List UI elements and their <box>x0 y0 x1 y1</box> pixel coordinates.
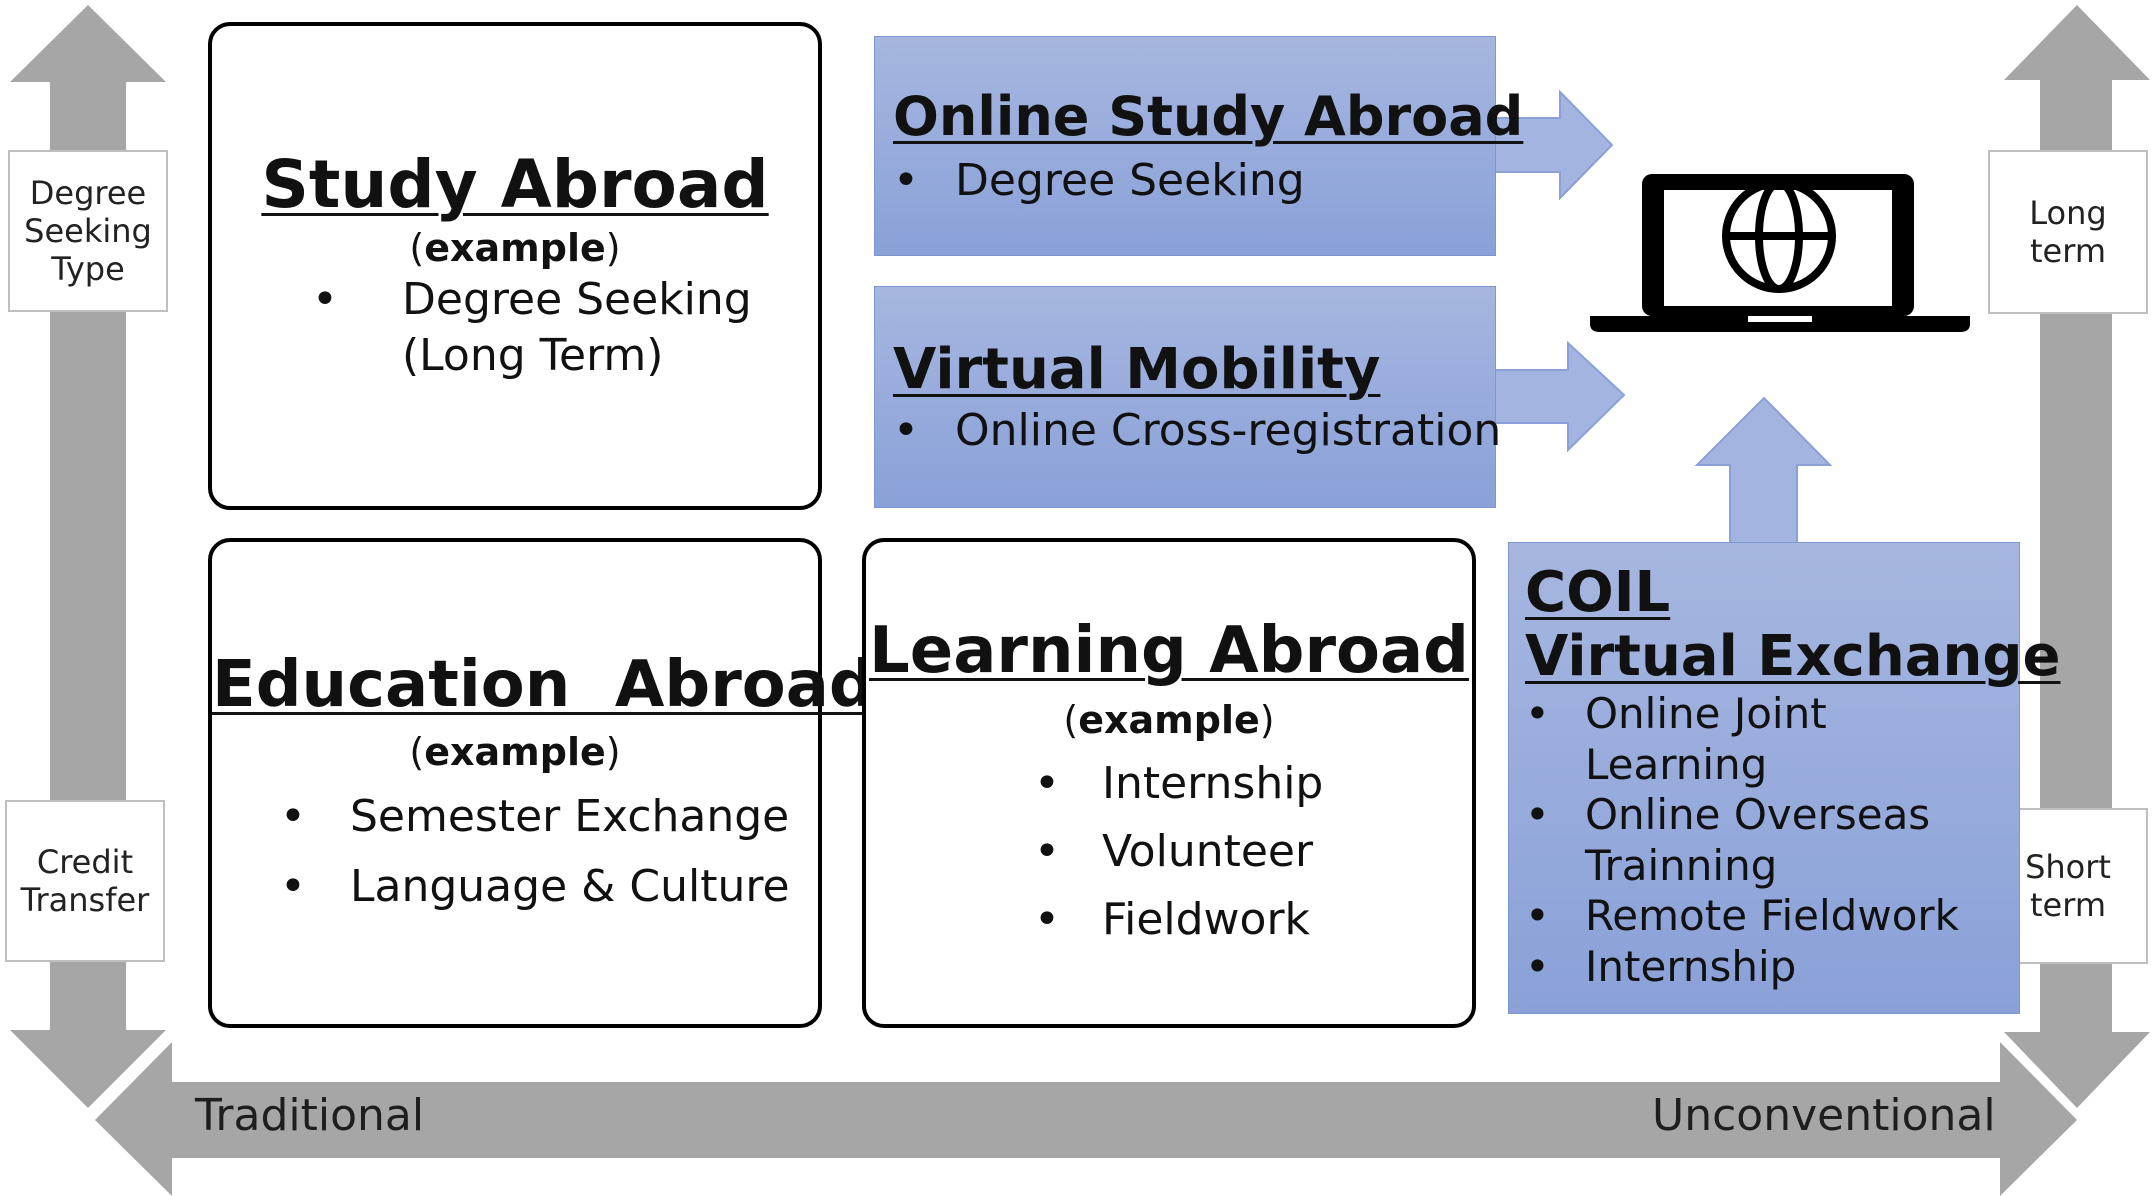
list-item: Remote Fieldwork <box>1525 891 1959 942</box>
study-abroad-example: (example) <box>409 226 621 270</box>
unconventional-label: Unconventional <box>1652 1090 1996 1141</box>
virtual-exchange-title: Virtual Exchange <box>1525 624 2061 689</box>
list-item: Semester Exchange <box>280 782 790 852</box>
list-item: Internship <box>1525 942 1959 993</box>
coil-list: Online Joint Learning Online Overseas Tr… <box>1525 689 1959 992</box>
coil-virtual-exchange-box: COIL Virtual Exchange Online Joint Learn… <box>1508 542 2060 1014</box>
right-top-label: Long term <box>1988 150 2148 314</box>
list-item-continuation: Trainning <box>1585 840 1778 890</box>
list-item: Degree Seeking <box>312 272 752 328</box>
list-item: Degree Seeking <box>893 153 1305 209</box>
traditional-label: Traditional <box>195 1090 425 1141</box>
education-abroad-example: (example) <box>409 730 621 774</box>
list-item: Online Cross-registration <box>893 403 1501 459</box>
arrow-virtual-mobility-to-laptop <box>1493 340 1626 453</box>
left-top-label: Degree Seeking Type <box>8 150 168 312</box>
left-bottom-label: Credit Transfer <box>5 800 165 962</box>
list-item: Online Joint <box>1525 689 1959 740</box>
list-item-continuation: (Long Term) <box>402 330 664 381</box>
short-term-text: Short term <box>2025 848 2111 924</box>
list-item: Internship <box>1034 750 1323 818</box>
example-word: example <box>424 226 606 270</box>
learning-abroad-title: Learning Abroad <box>869 614 1469 688</box>
learning-abroad-box: Learning Abroad (example) Internship Vol… <box>862 538 1476 1028</box>
online-study-abroad-box: Online Study Abroad Degree Seeking <box>874 36 1523 256</box>
study-abroad-title: Study Abroad <box>261 146 769 223</box>
education-abroad-title: Education Abroad <box>212 648 875 722</box>
bottom-horizontal-arrow <box>95 1042 2077 1196</box>
education-abroad-box: Education Abroad (example) Semester Exch… <box>208 538 875 1028</box>
virtual-mobility-box: Virtual Mobility Online Cross-registrati… <box>874 286 1501 508</box>
degree-seeking-type-text: Degree Seeking Type <box>24 174 152 288</box>
example-word: example <box>424 730 606 774</box>
long-term-text: Long term <box>2029 194 2107 270</box>
example-word: example <box>1078 698 1260 742</box>
online-study-abroad-list: Degree Seeking <box>893 153 1305 209</box>
virtual-mobility-title: Virtual Mobility <box>893 337 1381 402</box>
study-abroad-box: Study Abroad (example) Degree Seeking (L… <box>208 22 822 510</box>
left-vertical-arrow <box>10 5 166 1108</box>
learning-abroad-list: Internship Volunteer Fieldwork <box>1034 750 1323 954</box>
education-abroad-list: Semester Exchange Language & Culture <box>280 782 790 922</box>
coil-title: COIL <box>1525 560 1671 625</box>
list-item: Language & Culture <box>280 852 790 922</box>
study-abroad-list: Degree Seeking (Long Term) <box>312 272 752 384</box>
laptop-globe-icon <box>1590 174 1970 332</box>
virtual-mobility-list: Online Cross-registration <box>893 403 1501 459</box>
online-study-abroad-title: Online Study Abroad <box>893 85 1524 148</box>
arrow-online-study-to-laptop <box>1493 89 1614 201</box>
list-item: Online Overseas <box>1525 790 1959 841</box>
arrow-coil-to-laptop <box>1694 396 1833 546</box>
list-item: Fieldwork <box>1034 886 1323 954</box>
list-item: Volunteer <box>1034 818 1323 886</box>
learning-abroad-example: (example) <box>1063 698 1275 742</box>
list-item-continuation: Learning <box>1585 739 1768 789</box>
credit-transfer-text: Credit Transfer <box>20 843 150 919</box>
